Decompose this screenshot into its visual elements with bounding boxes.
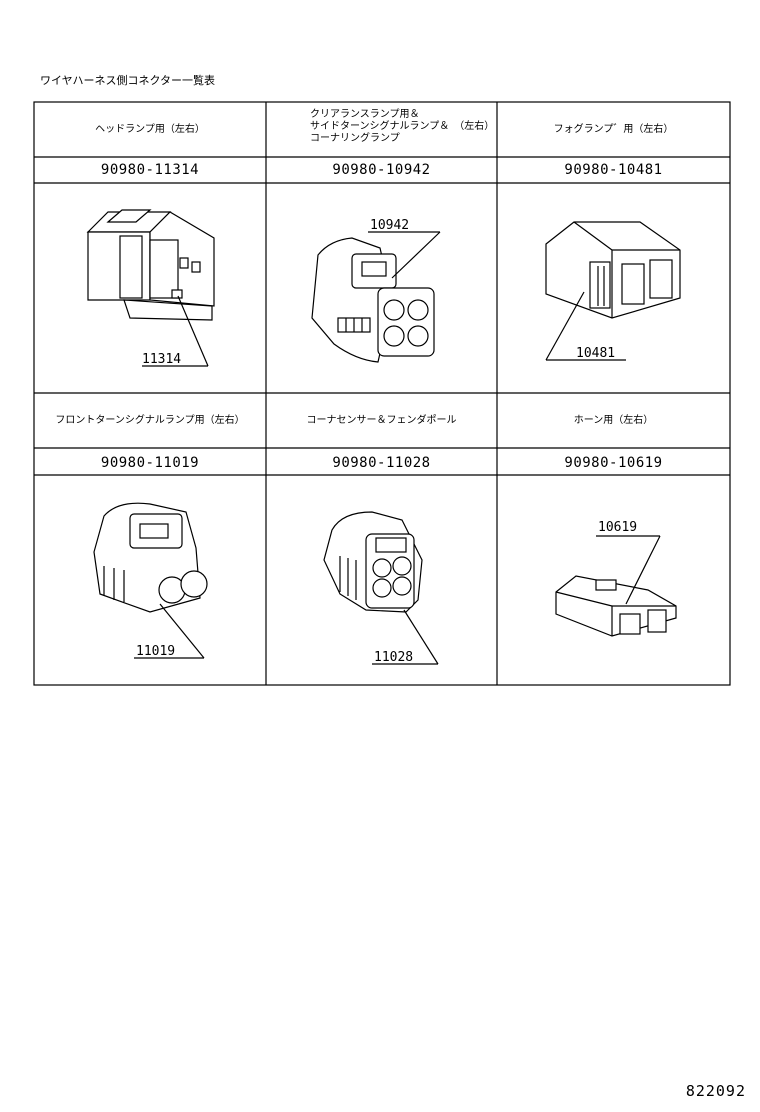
label-line: コーナリングランプ [310,133,400,144]
label-line: フォグランプ゛用（左右） [553,124,674,135]
callout-label: 11314 [142,352,182,367]
part-number: 90980-11028 [332,455,431,471]
connector-11028-drawing [323,511,439,665]
label-line: フロントターンシグナルランプ用（左右） [55,415,245,426]
connector-11019-drawing [93,502,208,659]
page-title: ワイヤハーネス側コネクター一覧表 [40,74,216,87]
connector-11314-drawing [86,209,215,367]
callout-label: 10942 [370,218,410,233]
callout-label: 10481 [576,346,616,361]
callout-label: 11019 [136,644,176,659]
callout-label: 10619 [598,520,638,535]
connector-10481-drawing [545,221,681,361]
cell-label-horn: ホーン用（左右） [497,415,730,427]
label-line: ヘッドランプ用（左右） [95,124,205,135]
cell-label-foglamp: フォグランプ゛用（左右） [497,124,730,136]
connector-10942-drawing [311,231,441,363]
label-line: サイドターンシグナルランプ＆ （左右） [310,121,495,132]
cell-label-clearance: クリアランスランプ用＆ サイドターンシグナルランプ＆ （左右） コーナリングラン… [310,109,496,145]
part-number: 90980-11019 [100,455,200,471]
connector-10619-drawing [555,535,677,637]
cell-label-corner-sensor: コーナセンサー＆フェンダポール [266,415,497,427]
cell-label-front-turn: フロントターンシグナルランプ用（左右） [34,415,266,427]
callout-label: 11028 [374,650,414,665]
figure-code: 822092 [685,1082,746,1100]
cell-label-headlamp: ヘッドランプ用（左右） [34,124,266,136]
label-line: ホーン用（左右） [573,415,654,426]
part-number: 90980-11314 [100,162,200,178]
part-number: 90980-10942 [332,162,431,178]
part-number: 90980-10619 [564,455,663,471]
label-line: クリアランスランプ用＆ [310,109,420,120]
label-line: コーナセンサー＆フェンダポール [306,415,457,426]
part-number: 90980-10481 [564,162,663,178]
